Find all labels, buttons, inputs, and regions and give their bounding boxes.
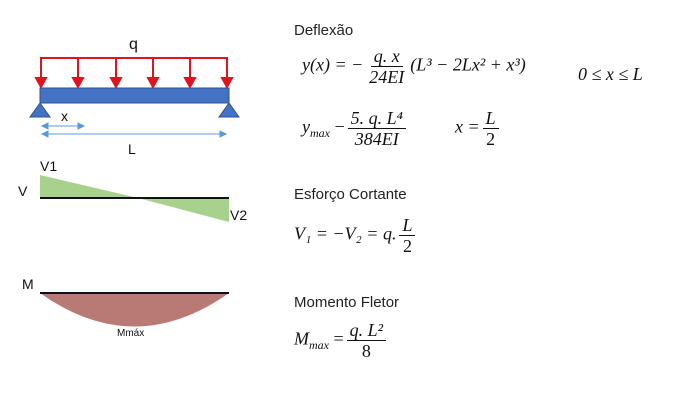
shear-eq-num: L (399, 215, 416, 236)
x-dimension-arrow (40, 122, 86, 130)
xpos-den: 2 (486, 129, 496, 149)
right-support (218, 102, 240, 118)
length-label: L (128, 141, 136, 157)
shear-axis-label: V (18, 183, 28, 199)
shear-heading: Esforço Cortante (294, 186, 407, 203)
beam (39, 87, 230, 104)
shear-negative-area (138, 198, 229, 222)
shear-eq-den: 2 (402, 236, 412, 256)
xpos-num: L (482, 108, 499, 129)
moment-eq-lhs: M (294, 328, 309, 349)
moment-parabola-area (40, 293, 229, 327)
load-arrows (34, 58, 234, 90)
deflection-eq-rhs: (L³ − 2Lx² + x³) (410, 54, 526, 75)
deflection-heading: Deflexão (294, 22, 354, 39)
moment-eq-op: = (333, 328, 344, 349)
deflection-eq-lhs: y(x) = − (302, 54, 364, 75)
left-support (29, 102, 51, 118)
shear-positive-area (40, 175, 138, 198)
length-dimension-arrow (40, 130, 228, 138)
v2-label: V2 (230, 207, 248, 223)
ymax-sub: max (310, 126, 330, 141)
mmax-label: Mmáx (117, 328, 145, 339)
moment-eq-num: q. L² (346, 320, 387, 341)
load-label: q (129, 36, 138, 53)
moment-heading: Momento Fletor (294, 294, 400, 311)
deflection-eq-num: q. x (370, 46, 403, 67)
v1-label: V1 (40, 158, 58, 174)
x-label: x (61, 108, 68, 124)
xpos-lhs: x = (455, 116, 480, 137)
ymax-num: 5. q. L⁴ (347, 108, 406, 129)
moment-axis-label: M (22, 276, 34, 292)
deflection-eq-den: 24EI (369, 67, 405, 87)
ymax-op: − (334, 116, 345, 137)
moment-eq-den: 8 (361, 341, 371, 361)
shear-eq-lhs: V₁ = −V₂ = q. (294, 223, 397, 244)
ymax-den: 384EI (354, 129, 399, 149)
moment-eq-sub: max (309, 338, 329, 353)
deflection-domain-text: 0 ≤ x ≤ L (578, 64, 643, 84)
ymax-lhs: y (302, 116, 310, 137)
deflection-domain: 0 ≤ x ≤ L (578, 64, 643, 85)
